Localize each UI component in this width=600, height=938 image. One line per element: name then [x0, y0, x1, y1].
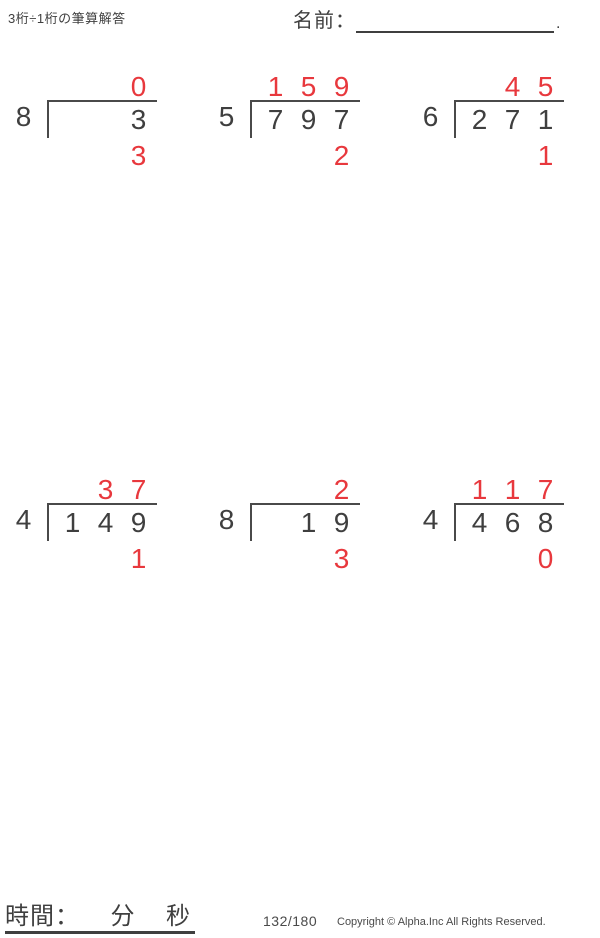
remainder-digit: 1: [130, 543, 147, 574]
remainder-row: 1: [407, 140, 600, 171]
divisor: 8: [15, 101, 32, 132]
divisor: 5: [218, 101, 235, 132]
division-problem-1: 0 8 3 3: [0, 71, 194, 171]
dividend-digit: 3: [130, 104, 147, 135]
dividend-digit: 4: [471, 507, 488, 538]
name-line-period: .: [556, 15, 561, 32]
dividend-digit: 1: [537, 104, 554, 135]
copyright-text: Copyright © Alpha.Inc All Rights Reserve…: [337, 916, 546, 928]
remainder-digit: 0: [537, 543, 554, 574]
dividend-digit: 1: [300, 507, 317, 538]
remainder-digit: 3: [333, 543, 350, 574]
name-label: 名前：: [293, 10, 356, 32]
remainder-row: 2: [203, 140, 397, 171]
remainder-digit: 2: [333, 140, 350, 171]
quotient-digit: 7: [130, 474, 147, 505]
dividend-digit: 7: [504, 104, 521, 135]
dividend-digit: 4: [97, 507, 114, 538]
seconds-label: 秒: [166, 903, 191, 930]
name-write-line: [356, 9, 554, 33]
remainder-row: 3: [0, 140, 194, 171]
remainder-row: 0: [407, 543, 600, 574]
dividend-digit: 8: [537, 507, 554, 538]
remainder-digit: 3: [130, 140, 147, 171]
quotient-digit: 1: [471, 474, 488, 505]
quotient-digit: 4: [504, 71, 521, 102]
dividend-digit: 6: [504, 507, 521, 538]
quotient-digit: 1: [504, 474, 521, 505]
remainder-row: 1: [0, 543, 194, 574]
quotient-digit: 3: [97, 474, 114, 505]
time-field-block: 時間： 分 秒: [5, 901, 195, 934]
dividend-digit: 7: [333, 104, 350, 135]
quotient-row: 0: [0, 71, 194, 102]
remainder-row: 3: [203, 543, 397, 574]
dividend-digit: 9: [333, 507, 350, 538]
divisor: 8: [218, 504, 235, 535]
divisor: 6: [422, 101, 439, 132]
page-title: 3桁÷1桁の筆算解答: [8, 11, 126, 26]
quotient-digit: 7: [537, 474, 554, 505]
minutes-label: 分: [110, 903, 136, 930]
dividend-digit: 2: [471, 104, 488, 135]
divisor: 4: [15, 504, 32, 535]
dividend-row: 8 3: [0, 100, 194, 138]
quotient-digit: 1: [267, 71, 284, 102]
quotient-digit: 0: [130, 71, 147, 102]
divisor: 4: [422, 504, 439, 535]
name-field-block: 名前： .: [293, 4, 560, 33]
dividend-digit: 9: [130, 507, 147, 538]
page-number: 132/180: [263, 913, 318, 929]
quotient-digit: 9: [333, 71, 350, 102]
quotient-digit: 5: [537, 71, 554, 102]
dividend-digit: 7: [267, 104, 284, 135]
time-label: 時間：: [5, 903, 80, 930]
quotient-digit: 2: [333, 474, 350, 505]
remainder-digit: 1: [537, 140, 554, 171]
dividend-digit: 9: [300, 104, 317, 135]
division-bracket: 3: [47, 100, 157, 138]
dividend-digit: 1: [64, 507, 81, 538]
quotient-row: 2: [203, 474, 397, 505]
quotient-digit: 5: [300, 71, 317, 102]
